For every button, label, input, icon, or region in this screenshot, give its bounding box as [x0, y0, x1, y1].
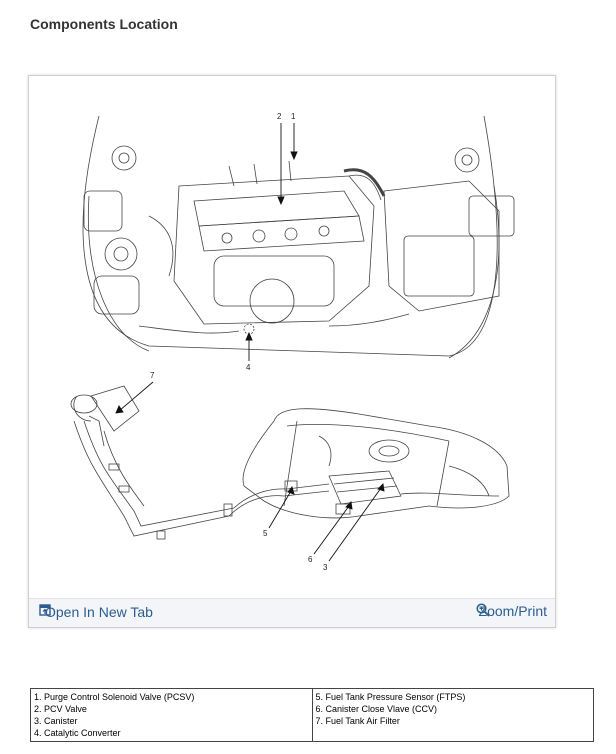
callout-leaders-top	[245, 123, 298, 361]
callout-leaders-bottom	[115, 381, 385, 562]
figure-footer: Open In New Tab Zoom/Print	[29, 598, 555, 627]
callout-7: 7	[150, 371, 155, 380]
legend-item-5: 5. Fuel Tank Pressure Sensor (FTPS)	[315, 692, 466, 702]
fuel-system-drawing	[70, 385, 510, 540]
callout-5: 5	[263, 529, 268, 538]
engine-fuel-system-illustration: 1 2 4	[70, 112, 515, 572]
callout-6: 6	[308, 555, 313, 564]
legend-row: 1. Purge Control Solenoid Valve (PCSV) 2…	[30, 688, 594, 742]
open-in-new-tab-link[interactable]: Open In New Tab	[39, 604, 153, 620]
legend-item-7: 7. Fuel Tank Air Filter	[315, 716, 400, 726]
callout-2: 2	[277, 112, 282, 121]
legend-right-column: 5. Fuel Tank Pressure Sensor (FTPS) 6. C…	[311, 688, 594, 742]
zoom-print-label: Zoom/Print	[478, 603, 547, 619]
callout-3: 3	[323, 563, 328, 572]
engine-bay-drawing	[82, 115, 515, 359]
page-title: Components Location	[30, 16, 178, 32]
legend-item-4: 4. Catalytic Converter	[34, 728, 121, 738]
legend-item-6: 6. Canister Close Vlave (CCV)	[315, 704, 438, 714]
components-figure: 1 2 4	[28, 75, 556, 628]
legend-item-2: 2. PCV Valve	[34, 704, 87, 714]
legend-item-1: 1. Purge Control Solenoid Valve (PCSV)	[34, 692, 195, 702]
zoom-print-link[interactable]: Zoom/Print	[475, 603, 547, 619]
callout-1: 1	[291, 112, 296, 121]
legend-table: 1. Purge Control Solenoid Valve (PCSV) 2…	[30, 688, 594, 742]
callout-4: 4	[246, 363, 251, 372]
legend-item-3: 3. Canister	[34, 716, 78, 726]
open-in-new-tab-label: Open In New Tab	[45, 604, 153, 620]
legend-left-column: 1. Purge Control Solenoid Valve (PCSV) 2…	[30, 688, 313, 742]
